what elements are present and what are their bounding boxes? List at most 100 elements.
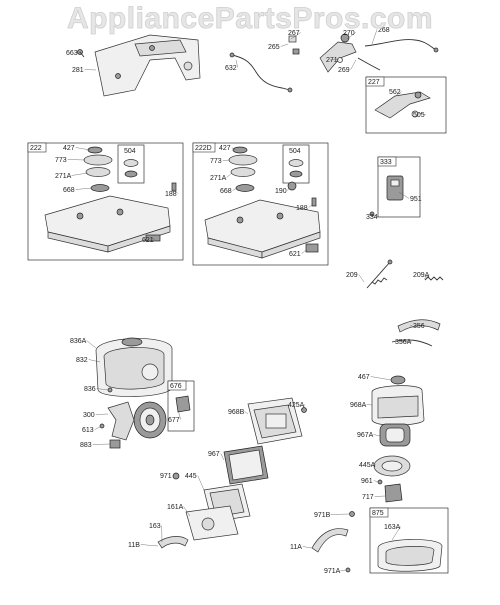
part-number-label: 11A (290, 544, 302, 551)
part-number-label: 836 (84, 386, 96, 393)
part-number-label: 209A (413, 272, 430, 279)
part-number-label: 11B (128, 542, 140, 549)
filter-967a (380, 424, 410, 446)
callout-leader (68, 160, 85, 161)
part-number-label: 271A (210, 175, 227, 182)
part-number-label: 445 (185, 473, 197, 480)
part-number-label: 562 (389, 89, 401, 96)
callout-leader (341, 570, 346, 571)
part-number-label: 971B (314, 512, 331, 519)
kit-504a: 504 (124, 148, 136, 155)
callout-leader (96, 414, 108, 415)
part-number-label: 967A (357, 432, 374, 439)
filter-445a (374, 456, 410, 476)
kit-222: 222 (30, 145, 42, 152)
callout-leader (302, 250, 306, 254)
part-number-label: 773 (210, 158, 222, 165)
callout-leader (245, 412, 248, 415)
part-number-label: 832 (76, 357, 88, 364)
part-number-label: 621 (289, 251, 301, 258)
part-number-label: 356A (395, 339, 412, 346)
callout-leader (198, 476, 204, 491)
callout-leader (221, 454, 224, 461)
part-number-label: 300 (83, 412, 95, 419)
part-number-label: 883 (80, 442, 92, 449)
callout-leader (374, 435, 380, 437)
part-number-label: 188 (165, 191, 177, 198)
callout-leader (375, 496, 385, 497)
tank-968a (372, 386, 424, 426)
part-number-label: 505 (413, 112, 425, 119)
kit-222d: 222D (195, 145, 212, 152)
bracket-281 (95, 35, 200, 96)
part-number-label: 188 (296, 205, 308, 212)
part-number-label: 445A (359, 462, 376, 469)
module-951 (387, 176, 403, 200)
part-number-label: 356 (413, 323, 425, 330)
part-number-label: 265 (268, 44, 280, 51)
cap-467 (391, 376, 405, 384)
filter-967 (224, 446, 268, 484)
hose-163 (158, 536, 188, 548)
part-number-label: 425A (288, 402, 305, 409)
hose-11a (312, 529, 348, 552)
screw-663 (78, 50, 85, 58)
spring-209 (367, 260, 392, 288)
kit-333: 333 (380, 159, 392, 166)
part-number-label: 968B (228, 409, 245, 416)
callout-leader (359, 275, 364, 283)
callout-leader (303, 547, 312, 549)
part-number-label: 161A (167, 504, 184, 511)
wire-632 (232, 55, 290, 90)
filter-element (134, 402, 166, 438)
callout-leader (374, 481, 378, 483)
part-number-label: 668 (63, 187, 75, 194)
part-number-label: 209 (346, 272, 358, 279)
kit-676: 676 (170, 383, 182, 390)
callout-leader (371, 377, 391, 381)
callout-leader (72, 173, 88, 176)
callout-leader (93, 444, 110, 445)
watermark: AppliancePartsPros.com (0, 2, 500, 36)
part-number-label: 836A (70, 338, 87, 345)
part-number-label: 427 (219, 145, 231, 152)
callout-leader (76, 148, 90, 151)
bracket-717 (385, 484, 402, 502)
part-number-label: 467 (358, 374, 370, 381)
callout-leader (95, 427, 100, 430)
callout-leader (76, 188, 92, 190)
part-number-label: 951 (410, 196, 422, 203)
part-number-label: 269 (338, 67, 350, 74)
part-number-label: 971A (324, 568, 341, 575)
callout-leader (85, 70, 96, 71)
part-number-label: 163 (149, 523, 161, 530)
kit-504b: 504 (289, 148, 301, 155)
part-number-label: 971 (160, 473, 172, 480)
callout-leader (141, 545, 158, 547)
clip-265-267 (289, 36, 299, 54)
part-number-label: 663 (66, 50, 78, 57)
part-number-label: 427 (63, 145, 75, 152)
callout-leader (87, 341, 96, 349)
part-number-label: 621 (142, 237, 154, 244)
callout-leader (331, 514, 349, 515)
callout-leader (351, 60, 356, 70)
part-number-label: 961 (361, 478, 373, 485)
elbow-300 (108, 402, 134, 440)
part-number-label: 717 (362, 494, 374, 501)
part-number-label: 271 (326, 57, 338, 64)
base-161a (186, 506, 238, 540)
callout-leader (281, 44, 288, 47)
part-number-label: 967 (208, 451, 220, 458)
part-number-label: 190 (275, 188, 287, 195)
callout-leader (367, 405, 372, 406)
part-number-label: 773 (55, 157, 67, 164)
part-number-label: 968A (350, 402, 367, 409)
part-number-label: 613 (82, 427, 94, 434)
part-number-label: 668 (220, 188, 232, 195)
part-number-label: 334 (366, 214, 378, 221)
part-number-label: 163A (384, 524, 401, 531)
part-number-label: 677 (168, 417, 180, 424)
